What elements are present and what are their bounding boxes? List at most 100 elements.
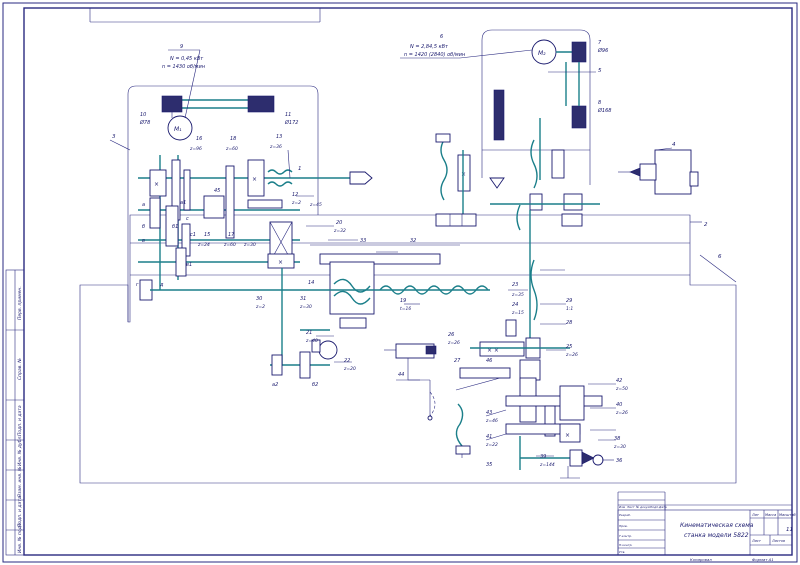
bevel-30	[267, 253, 295, 269]
stamp-text-0: Перв. примен.	[17, 286, 23, 320]
svg-text:Подп.: Подп.	[650, 505, 659, 509]
svg-text:×: ×	[565, 432, 570, 439]
clutch-24	[505, 319, 517, 337]
svg-text:z=32: z=32	[333, 228, 346, 234]
gear-block-12	[247, 159, 265, 197]
callout-25: 25	[566, 344, 572, 350]
svg-text:z=60: z=60	[223, 242, 236, 248]
svg-text:с1: с1	[190, 232, 196, 238]
cam-block-15	[329, 261, 375, 315]
pulley-10	[161, 95, 183, 113]
svg-text:z=144: z=144	[539, 462, 555, 468]
callout-23: 23	[512, 282, 518, 288]
copied-label: Копировал	[690, 557, 712, 562]
worm-12	[267, 169, 293, 175]
hob-cutter	[493, 89, 505, 141]
callout-4: 4	[672, 142, 676, 148]
callout-13: 13	[276, 134, 282, 140]
callout-28: 28	[566, 320, 572, 326]
col-sheets: Листов	[771, 539, 785, 543]
svg-text:z=26: z=26	[615, 410, 628, 416]
callout-1: 1	[298, 166, 302, 172]
pulley-7-num: 7	[598, 40, 602, 46]
column-gearbox	[551, 149, 565, 179]
callout-24: 24	[512, 302, 518, 308]
pulley-11	[247, 95, 275, 113]
svg-text:z=2: z=2	[291, 200, 301, 206]
svg-text:Утв.: Утв.	[619, 550, 625, 554]
svg-text:в: в	[142, 238, 145, 244]
vertical-column	[481, 29, 591, 185]
callout-35: 35	[486, 462, 492, 468]
callout-3: 3	[112, 134, 116, 140]
col-sheet: Лист	[751, 539, 762, 543]
callout-43: 43	[486, 410, 492, 416]
svg-text:д: д	[159, 282, 164, 288]
svg-text:× ×: × ×	[487, 347, 499, 354]
gear-b1	[165, 205, 179, 247]
svg-text:z=45: z=45	[309, 202, 322, 208]
svg-text:t=16: t=16	[400, 306, 411, 312]
svg-text:б2: б2	[312, 382, 318, 388]
callout-15: 15	[204, 232, 210, 238]
table-42	[505, 395, 603, 407]
spring-center	[530, 259, 538, 321]
motor-m1-label: M₁	[174, 126, 182, 133]
letter-markers: а б в в1 а1 б1 с с1 г д а2 б2	[136, 200, 318, 388]
callout-33: 33	[360, 238, 366, 244]
gear-21	[311, 339, 321, 353]
motor-37	[592, 454, 604, 466]
headstock-housing	[127, 85, 319, 322]
svg-text:z=30: z=30	[243, 242, 256, 248]
gear-18	[225, 165, 235, 239]
callout-40: 40	[616, 402, 622, 408]
svg-text:z=50: z=50	[615, 386, 628, 392]
svg-text:Н.контр.: Н.контр.	[619, 543, 632, 547]
svg-text:×: ×	[252, 176, 257, 183]
svg-text:z=46: z=46	[485, 418, 498, 424]
inner-border	[23, 7, 793, 556]
gear-annotations: z=96 z=60 z=36 z=24 z=60 z=30 z=2 z=45 z…	[189, 144, 628, 468]
format-label: Формат А1	[752, 557, 774, 562]
pulley-10-dia: Ø78	[139, 119, 150, 126]
col-mass: Масса	[765, 513, 776, 517]
motor1-power: N = 0,45 кВт	[170, 56, 204, 62]
callout-38: 38	[614, 436, 620, 442]
callout-5: 5	[598, 68, 602, 74]
svg-text:а: а	[142, 202, 145, 208]
pulley-11-dia: Ø172	[284, 119, 298, 126]
callout-22: 22	[344, 358, 350, 364]
svg-text:а2: а2	[272, 382, 278, 388]
svg-text:z=15: z=15	[511, 310, 524, 316]
svg-text:Изм: Изм	[619, 505, 626, 509]
title-line-2: станка модели 5822	[684, 532, 749, 539]
foot-46	[455, 445, 471, 455]
worm-wheel-22	[318, 340, 338, 360]
callout-texts: 1 2 3 4 5 6 12 13 14 15 16 17 18 19 20 2…	[112, 68, 722, 468]
col-scale: Масштаб	[779, 513, 796, 517]
stamp-text-5: Подп. и дата	[17, 496, 23, 527]
svg-text:в1: в1	[186, 262, 192, 268]
svg-text:×: ×	[278, 259, 283, 266]
svg-text:Разраб.: Разраб.	[619, 513, 631, 517]
callout-30: 30	[256, 296, 262, 302]
stamp-text-1: Справ. №	[17, 358, 23, 380]
callout-21: 21	[306, 330, 312, 336]
svg-text:Дата: Дата	[658, 505, 667, 509]
svg-text:z=20: z=20	[343, 366, 356, 372]
svg-text:г: г	[136, 282, 139, 288]
motor2-power: N = 2,84,5 кВт	[410, 44, 449, 50]
svg-text:№ докум.: № докум.	[635, 505, 651, 509]
svg-text:z=24: z=24	[197, 242, 210, 248]
stamp-text-3: Инв. № дубл.	[17, 435, 23, 466]
callout-18: 18	[230, 136, 236, 142]
slide-32	[319, 253, 441, 265]
callout-44: 44	[398, 372, 404, 378]
change-gear-a2	[271, 354, 283, 376]
svg-text:z=35: z=35	[511, 292, 524, 298]
pulley-7-dia: Ø96	[597, 47, 608, 54]
title-line-1: Кинематическая схема	[680, 522, 754, 529]
col-lit: Лит	[751, 513, 760, 517]
